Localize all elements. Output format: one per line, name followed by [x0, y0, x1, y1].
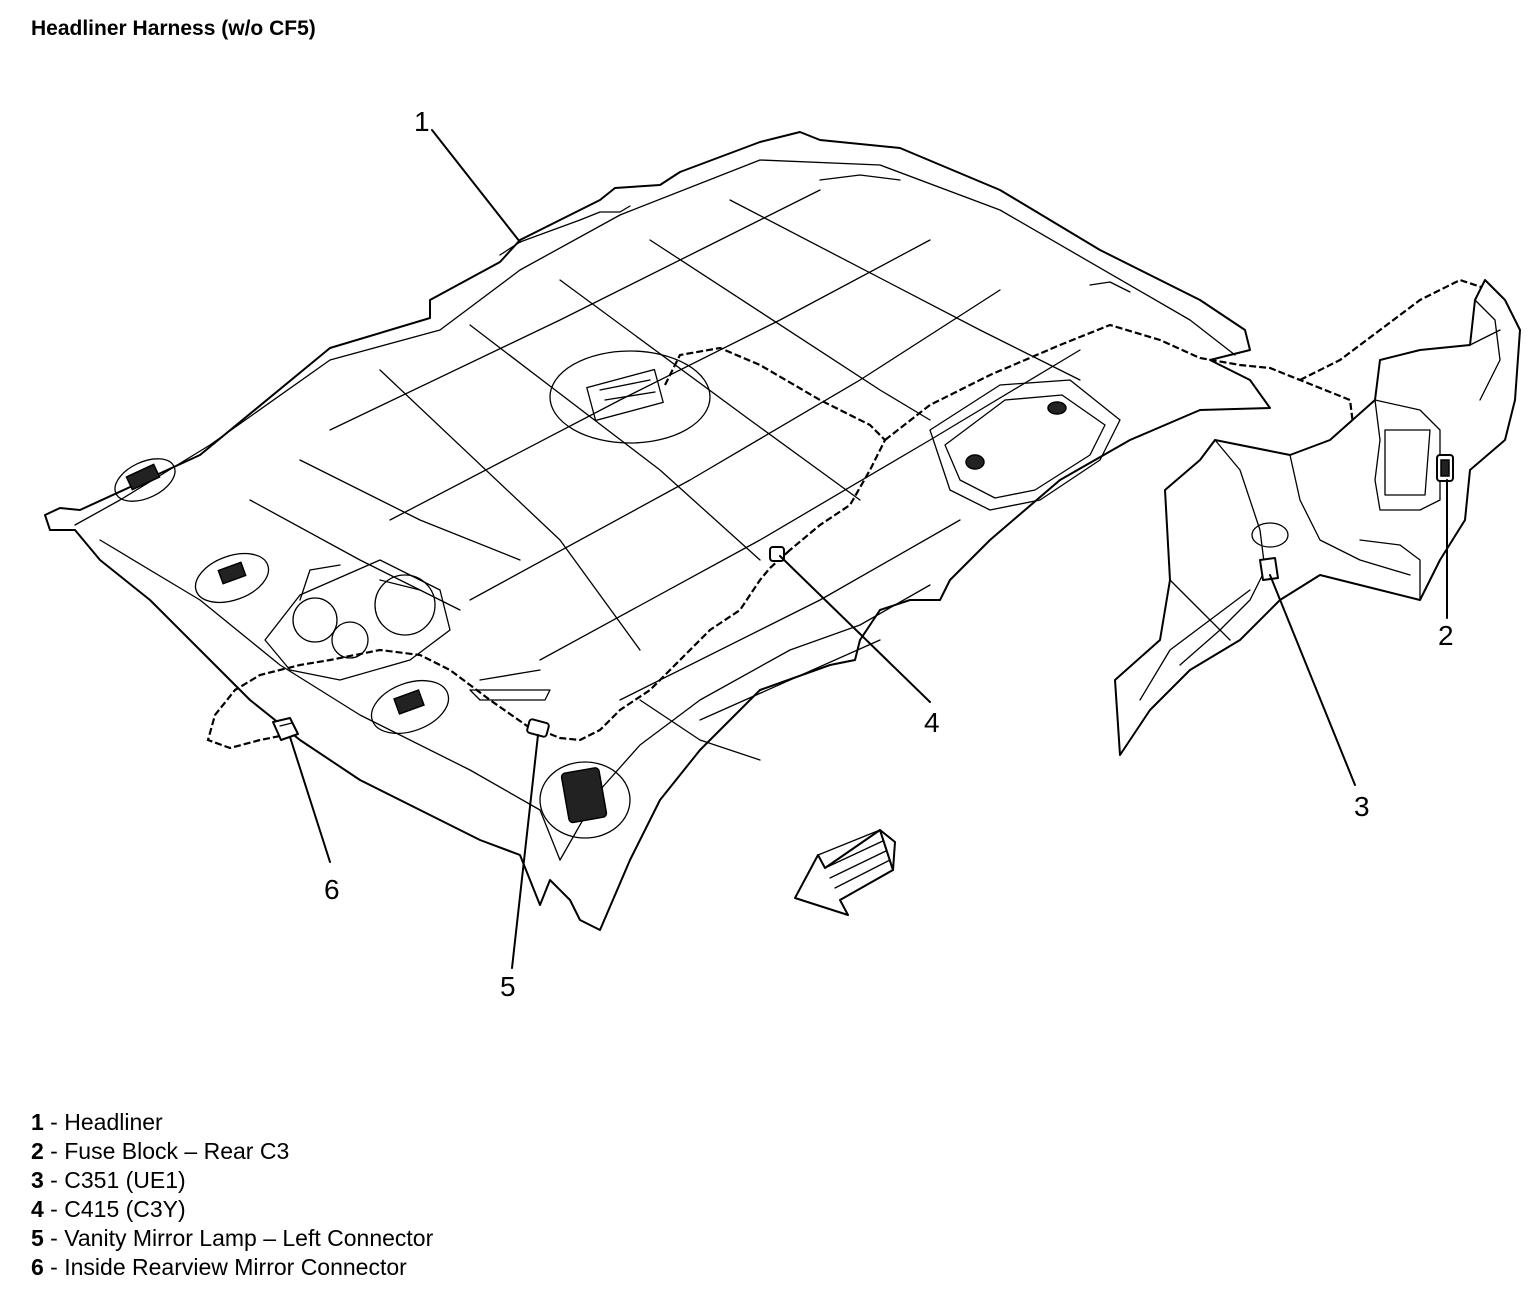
legend-item: 5 - Vanity Mirror Lamp – Left Connector: [31, 1225, 434, 1251]
callout-5: 5: [500, 971, 516, 1002]
callout-3: 3: [1354, 791, 1370, 822]
legend-item: 1 - Headliner: [31, 1109, 163, 1135]
callout-1: 1: [414, 106, 430, 137]
connector-inside-rearview-mirror: [272, 717, 299, 741]
legend-list: 1 - Headliner 2 - Fuse Block – Rear C3 3…: [31, 1108, 433, 1282]
legend-item: 3 - C351 (UE1): [31, 1167, 186, 1193]
legend-item: 4 - C415 (C3Y): [31, 1196, 186, 1222]
rear-pillar-structure: [1114, 279, 1521, 756]
legend-item: 2 - Fuse Block – Rear C3: [31, 1138, 290, 1164]
callout-4: 4: [924, 707, 940, 738]
connector-vanity-mirror-lamp-left: [526, 718, 550, 738]
leader-lines: [289, 129, 1448, 969]
legend-item: 6 - Inside Rearview Mirror Connector: [31, 1254, 407, 1280]
forward-arrow-icon: [794, 829, 896, 916]
diagram-title: Headliner Harness (w/o CF5): [31, 17, 316, 40]
headliner-panel: [44, 131, 1271, 931]
callout-2: 2: [1438, 620, 1454, 651]
callout-6: 6: [324, 874, 340, 905]
